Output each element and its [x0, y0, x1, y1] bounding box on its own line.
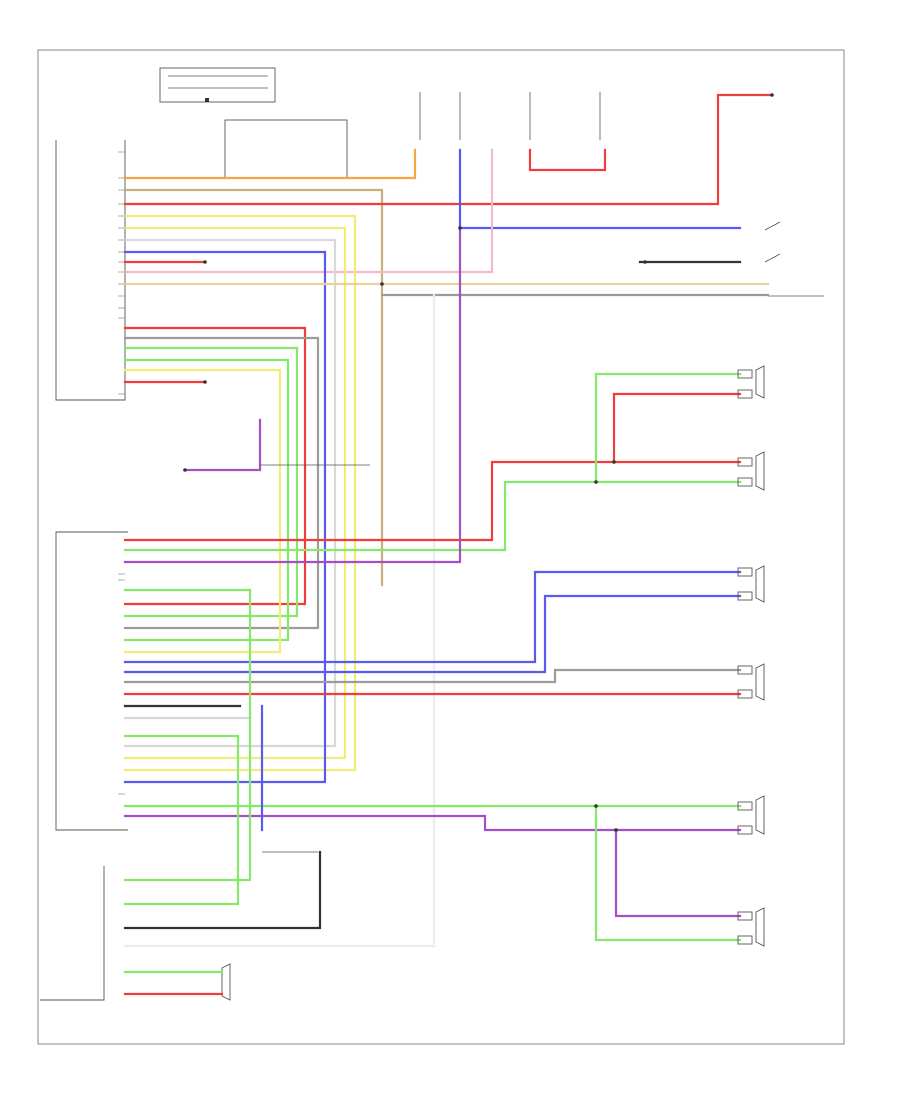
junction-dot: [770, 93, 774, 97]
connector-stub: [737, 911, 753, 921]
wire-white: [123, 293, 436, 948]
diagram-border: [37, 49, 845, 1045]
wire-red: [123, 93, 772, 206]
wire-green: [123, 346, 299, 618]
speaker-symbol: [755, 907, 765, 947]
fuse-block-top: [159, 67, 276, 103]
speaker-symbol: [755, 565, 765, 603]
fuse-block-outline: [159, 67, 276, 103]
wire-blue: [458, 148, 742, 230]
wire-yellow: [123, 214, 357, 772]
audio-unit: [55, 140, 126, 401]
wire-violet: [183, 418, 262, 472]
audio-amp: [55, 531, 128, 831]
wire-blue: [123, 594, 742, 674]
wire-gray: [123, 668, 742, 684]
wire-yellow: [123, 226, 347, 760]
wire-green: [123, 588, 252, 882]
audio-unit-outline: [55, 140, 126, 401]
wire-green: [594, 804, 742, 942]
connector-stub: [737, 477, 753, 487]
junction-dot: [203, 260, 207, 264]
connector-stub: [737, 591, 753, 601]
connector-stub: [737, 935, 753, 945]
connector-stub: [737, 665, 753, 675]
junction-dots: [183, 93, 774, 832]
speaker-symbol: [755, 795, 765, 835]
junction-dot: [380, 282, 384, 286]
connector-stub: [737, 389, 753, 399]
wire-violet: [123, 226, 462, 564]
junction-dot: [612, 460, 616, 464]
wire-yellow: [123, 368, 282, 654]
wire-blue: [123, 570, 742, 664]
connector-stubs: [737, 369, 753, 945]
woofer-speaker: [221, 963, 231, 1001]
wire-red: [123, 326, 307, 606]
junction-dot: [458, 226, 462, 230]
connector-stub: [737, 825, 753, 835]
pin-ticks: [118, 151, 125, 795]
wire-brown: [123, 188, 384, 587]
wire-green: [123, 358, 290, 642]
junction-dot: [203, 380, 207, 384]
wire-violet: [123, 814, 742, 832]
wire-red: [528, 148, 607, 172]
woofer-connector: [40, 866, 105, 1001]
left-rear-speaker: [755, 565, 765, 603]
speaker-symbol: [755, 663, 765, 701]
speaker-symbol: [221, 963, 231, 1001]
wire-red: [612, 392, 742, 464]
connector-stub: [737, 457, 753, 467]
woofer-outline: [40, 866, 105, 1001]
connector-stub: [737, 567, 753, 577]
relay-block-outline: [224, 119, 348, 179]
fuses-top-row: [419, 92, 601, 140]
connector-stub: [737, 801, 753, 811]
switch-contact: [764, 253, 781, 263]
switch-contact: [764, 221, 781, 231]
wire-pink: [123, 148, 494, 274]
right-front-tweeter: [755, 365, 765, 399]
right-rear-speaker: [755, 663, 765, 701]
junction-dot: [614, 828, 618, 832]
connector-stub: [737, 689, 753, 699]
right-front-door-speaker: [755, 451, 765, 491]
wire-orange: [123, 148, 417, 180]
left-front-door-speaker: [755, 795, 765, 835]
wire-green: [594, 372, 742, 484]
wire-green: [123, 480, 742, 552]
wire-gray: [123, 336, 320, 630]
wire-black: [123, 850, 322, 930]
audio-amp-outline: [55, 531, 128, 831]
junction-dot: [594, 480, 598, 484]
wire-red: [123, 460, 742, 542]
left-front-tweeter: [755, 907, 765, 947]
speaker-symbol: [755, 451, 765, 491]
wire-white: [123, 238, 337, 748]
wire-violet: [614, 828, 742, 918]
switches-upper-right: [764, 221, 824, 297]
junction-dot: [594, 804, 598, 808]
junction-dot: [643, 260, 647, 264]
wire-green: [123, 734, 240, 906]
speaker-symbol: [755, 365, 765, 399]
wire-blue: [123, 250, 327, 784]
relay-block-top: [224, 119, 348, 179]
connector-stub: [737, 369, 753, 379]
junction-dot: [183, 468, 187, 472]
splice-dot: [205, 98, 209, 102]
